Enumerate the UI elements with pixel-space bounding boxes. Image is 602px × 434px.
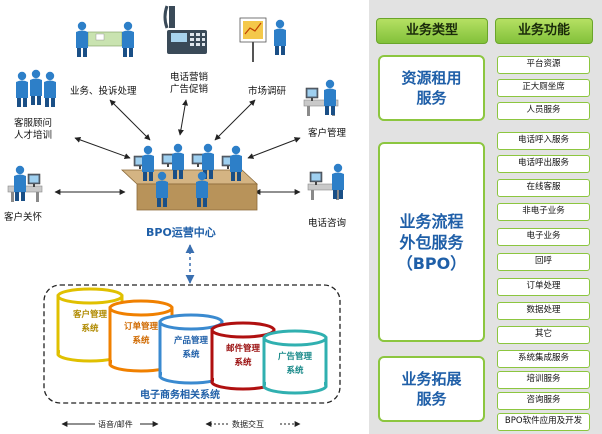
arrow-to-market: [214, 99, 256, 141]
function-item: 正大厕坐席: [497, 79, 590, 97]
cylinder-mail-line2: 系统: [234, 358, 252, 368]
node-customer-care: 客户关怀: [4, 212, 43, 223]
cylinder-customer-label: 客户管理 系统: [64, 308, 116, 336]
node-bpo-center: BPO运营中心: [146, 226, 216, 239]
telephone-figure: [163, 5, 207, 54]
cylinder-mail-label: 邮件管理 系统: [217, 342, 269, 370]
type-business-expansion: 业务拓展 服务: [378, 356, 485, 422]
cylinder-ad-label: 广告管理 系统: [269, 350, 321, 378]
header-business-type: 业务类型: [376, 18, 488, 44]
function-item: BPO软件应用及开发: [497, 413, 590, 431]
node-cs-consult-line2: 人才培训: [14, 130, 53, 141]
function-item: 电话呼入服务: [497, 132, 590, 150]
type-resource-rental: 资源租用 服务: [378, 55, 485, 121]
cylinder-ad-line2: 系统: [286, 366, 304, 376]
phone-consult-figure: [307, 163, 344, 201]
node-telemarketing-line2: 广告促销: [170, 84, 209, 95]
ecommerce-container: [43, 284, 341, 404]
business-handling-figure: [76, 21, 134, 57]
customer-care-figure: [7, 165, 43, 203]
node-telemarketing-line1: 电话营销: [170, 72, 209, 83]
header-business-function: 业务功能: [495, 18, 593, 44]
function-item: 电子业务: [497, 228, 590, 246]
type-expansion-line1: 业务拓展: [401, 370, 462, 388]
function-item: 非电子业务: [497, 203, 590, 221]
function-item: 电话呼出服务: [497, 155, 590, 173]
node-market-research: 市场调研: [248, 86, 287, 97]
cylinder-ad-mgmt: [262, 329, 328, 395]
node-business: 业务、投诉处理: [70, 86, 137, 97]
cylinder-product-line1: 产品管理: [173, 336, 208, 346]
arrow-to-telemarketing: [177, 99, 189, 136]
type-resource-line2: 服务: [416, 89, 447, 107]
bpo-center-figure: [120, 143, 259, 211]
function-item: 回呼: [497, 253, 590, 271]
cylinder-order-line1: 订单管理: [123, 322, 158, 332]
footer-voice-label: 语音/邮件: [98, 420, 133, 429]
type-expansion-line2: 服务: [416, 390, 447, 408]
type-bpo-line3: （BPO）: [396, 253, 467, 273]
cylinder-product-line2: 系统: [182, 350, 200, 360]
footer-data-label: 数据交互: [232, 420, 264, 429]
type-bpo-line2: 外包服务: [399, 232, 464, 252]
node-customer-mgmt: 客户管理: [308, 128, 347, 139]
node-cs-consult-line1: 客服顾问: [14, 118, 53, 129]
arrow-to-training: [74, 137, 131, 159]
cylinder-customer-line2: 系统: [81, 324, 99, 334]
function-item: 系统集成服务: [497, 350, 590, 368]
cylinder-customer-line1: 客户管理: [72, 310, 107, 320]
node-phone-consult: 电话咨询: [308, 218, 347, 229]
type-bpo-line1: 业务流程: [399, 211, 464, 231]
function-item: 其它: [497, 326, 590, 344]
bpo-diagram: [7, 5, 344, 427]
cylinder-order-label: 订单管理 系统: [115, 320, 167, 348]
function-item: 人员服务: [497, 102, 590, 120]
market-research-figure: [239, 17, 286, 62]
type-resource-line1: 资源租用: [401, 69, 462, 87]
training-figure: [16, 69, 56, 107]
arrow-to-customer-mgmt: [247, 137, 301, 159]
function-item: 订单处理: [497, 278, 590, 296]
cylinder-ad-line1: 广告管理: [277, 352, 312, 362]
type-bpo: 业务流程 外包服务 （BPO）: [378, 142, 485, 342]
customer-mgmt-figure: [303, 79, 339, 117]
cylinder-mail-line1: 邮件管理: [225, 344, 260, 354]
function-item: 培训服务: [497, 371, 590, 389]
function-item: 数据处理: [497, 302, 590, 320]
ecommerce-title: 电子商务相关系统: [140, 390, 220, 401]
function-item: 平台资源: [497, 56, 590, 74]
cylinder-product-label: 产品管理 系统: [165, 334, 217, 362]
function-item: 在线客服: [497, 179, 590, 197]
function-item: 咨询服务: [497, 392, 590, 410]
arrow-to-business: [109, 99, 151, 141]
cylinder-order-line2: 系统: [132, 336, 150, 346]
